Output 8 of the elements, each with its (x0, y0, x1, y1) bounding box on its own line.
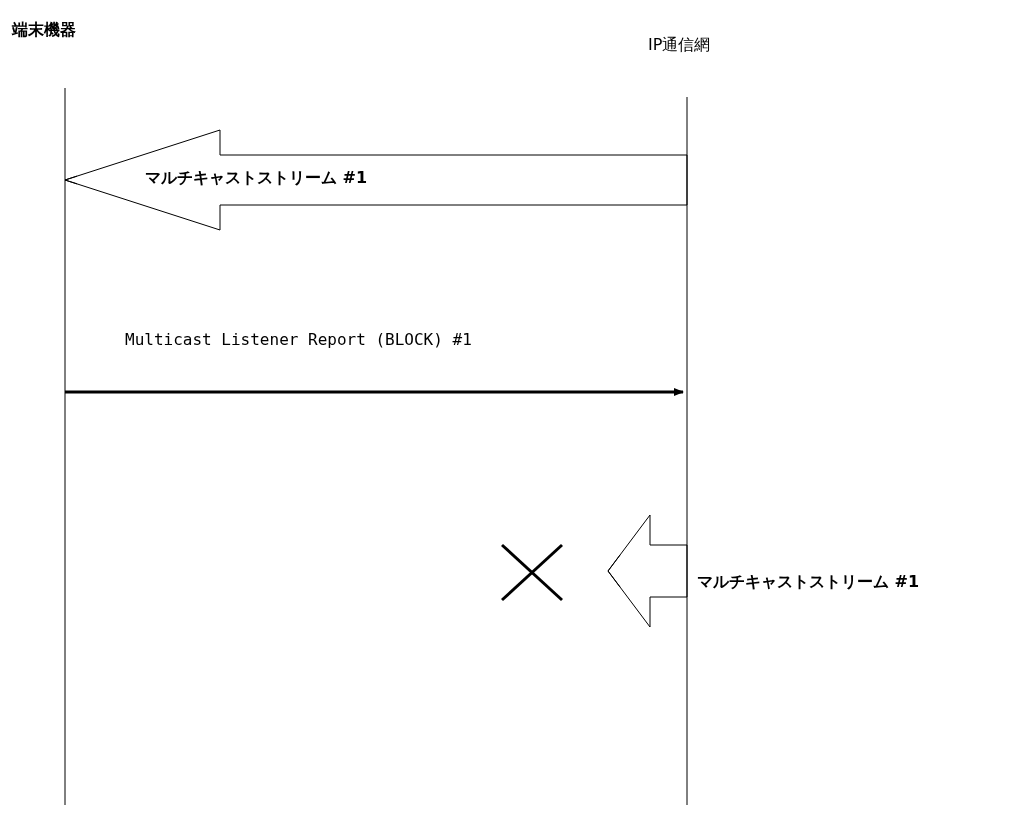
lifeline-heading: IP通信網 (648, 35, 711, 56)
block-arrow (64, 129, 688, 231)
edge-label: マルチキャストストリーム #1 (145, 168, 368, 189)
edge-label: Multicast Listener Report (BLOCK) #1 (125, 330, 472, 349)
edge-label: マルチキャストストリーム #1 (697, 572, 920, 593)
lifeline-heading: 端末機器 (12, 20, 76, 41)
arrow (65, 388, 684, 396)
block-arrow (607, 514, 688, 628)
